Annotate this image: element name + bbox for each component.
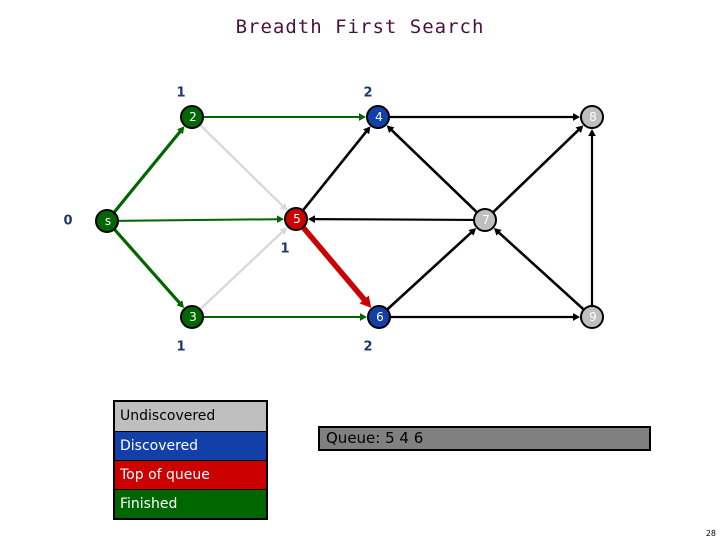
node-circle: [367, 305, 391, 329]
legend-item-discovered: Discovered: [115, 431, 266, 460]
distance-label-6: 2: [363, 339, 373, 355]
distance-label-s: 0: [63, 213, 73, 229]
node-label: s: [105, 214, 111, 228]
distance-label-2: 1: [176, 85, 186, 101]
node-circle: [95, 209, 119, 233]
edge-7-4: [386, 125, 478, 213]
node-circle: [473, 208, 497, 232]
edge-3-5: [199, 227, 288, 310]
edge-9-8: [588, 129, 596, 306]
node-label: 7: [482, 213, 490, 227]
graph-node-6[interactable]: 6: [367, 305, 391, 329]
edge-line: [492, 128, 581, 213]
legend-item-finished: Finished: [115, 489, 266, 518]
node-layer: s 2 3 5 4 6 7 8 9: [95, 105, 604, 329]
edge-layer: [113, 113, 596, 321]
page-number: 28: [705, 529, 716, 538]
edge-line: [199, 124, 285, 208]
edge-arrowhead: [575, 125, 584, 133]
edge-arrowhead: [573, 313, 580, 321]
edge-line: [113, 129, 183, 214]
edge-arrowhead: [176, 126, 185, 135]
node-circle: [180, 305, 204, 329]
graph-node-4[interactable]: 4: [366, 105, 390, 129]
distance-label-3: 1: [176, 339, 186, 355]
edge-line: [313, 217, 474, 222]
graph-node-5[interactable]: 5: [284, 207, 308, 231]
node-circle: [366, 105, 390, 129]
edge-arrowhead: [279, 202, 288, 211]
node-circle: [580, 105, 604, 129]
node-circle: [580, 305, 604, 329]
edge-s-3: [113, 228, 185, 309]
node-circle: [284, 207, 308, 231]
graph-node-s[interactable]: s: [95, 209, 119, 233]
edge-7-8: [492, 125, 584, 213]
edge-arrowhead: [468, 228, 477, 236]
edge-line: [118, 218, 279, 222]
edge-arrowhead: [493, 228, 502, 236]
queue-box: Queue: 5 4 6: [318, 426, 651, 451]
node-circle: [180, 105, 204, 129]
edge-arrowhead: [386, 125, 395, 133]
edge-arrowhead: [359, 113, 366, 121]
edge-arrowhead: [307, 215, 316, 223]
edge-line: [113, 228, 182, 305]
node-label: 3: [189, 310, 197, 324]
graph-node-7[interactable]: 7: [473, 208, 497, 232]
edge-arrowhead: [276, 215, 285, 224]
edge-4-8: [389, 113, 580, 121]
edge-arrowhead: [573, 113, 580, 121]
edge-arrowhead: [360, 313, 367, 321]
edge-line: [199, 230, 284, 310]
node-label: 9: [589, 310, 597, 324]
edge-2-5: [199, 124, 288, 211]
edge-9-7: [493, 228, 585, 311]
distance-label-5: 1: [280, 241, 290, 257]
edge-5-4: [302, 126, 371, 211]
edge-s-2: [113, 126, 185, 214]
page-title: Breadth First Search: [235, 16, 485, 38]
legend-item-undiscovered: Undiscovered: [115, 402, 266, 431]
edge-s-5: [118, 215, 285, 224]
edge-line: [497, 230, 585, 311]
edge-6-7: [386, 228, 477, 311]
edge-line: [386, 231, 473, 311]
node-label: 4: [375, 110, 383, 124]
distance-label-4: 2: [363, 85, 373, 101]
edge-5-6: [301, 225, 372, 308]
edge-line: [389, 128, 478, 213]
edge-3-6: [203, 313, 367, 321]
edge-line: [301, 225, 368, 303]
graph-node-2[interactable]: 2: [180, 105, 204, 129]
node-label: 8: [589, 110, 597, 124]
edge-line: [302, 130, 368, 211]
edge-arrowhead: [176, 300, 185, 309]
edge-arrowhead: [588, 129, 596, 136]
legend-item-top-of-queue: Top of queue: [115, 460, 266, 489]
edge-7-5: [307, 215, 474, 223]
node-label: 5: [293, 212, 301, 226]
edge-arrowhead: [363, 126, 371, 135]
graph-node-3[interactable]: 3: [180, 305, 204, 329]
graph-node-9[interactable]: 9: [580, 305, 604, 329]
graph-node-8[interactable]: 8: [580, 105, 604, 129]
edge-2-4: [203, 113, 366, 121]
node-label: 6: [376, 310, 384, 324]
edge-arrowhead: [279, 227, 288, 235]
edge-6-9: [390, 313, 580, 321]
node-label: 2: [189, 110, 197, 124]
edge-arrowhead: [359, 295, 372, 308]
